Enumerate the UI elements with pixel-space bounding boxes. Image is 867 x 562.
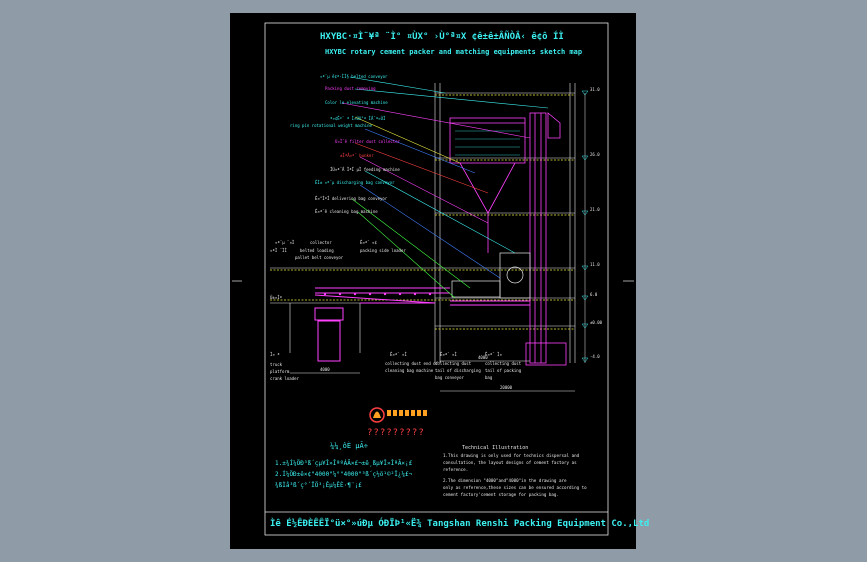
tech-line-5: only as reference,these sizes can be ens… <box>443 485 587 490</box>
dim-bottom-left: 4000 <box>320 367 330 372</box>
label-left-top-6: belted loading <box>300 248 334 253</box>
tech-line-1: 1.This drawing is only used for technics… <box>443 453 580 458</box>
drawing-title: HXYBC·¤Ì¨¥ª ¨Ì° ¤ÙX° ›Ù°ª¤X ¢ê±ê±ÂÑÒÂ‹ ê… <box>320 32 564 42</box>
label-left-mid: Ú±¤Ìª <box>270 295 283 300</box>
dim-elev-2: 26.0 <box>590 152 600 157</box>
conveyors <box>314 287 530 362</box>
label-left-top-2: ¤ªÌ ¨ÌÌ <box>270 248 287 253</box>
label-collect-4: tail of discharging <box>435 368 481 373</box>
label-collect-6: collecting dust <box>485 361 522 366</box>
dim-bottom-right: 20000 <box>500 385 513 390</box>
callout-filter-collector: Ù¤Ì¨ê filter dust collector <box>335 139 401 144</box>
dim-elev-7: -4.0 <box>590 354 600 359</box>
callout-discharging-conveyor: ÊÌ± ¤ª¨µ discharging bag conveyor <box>315 180 395 185</box>
label-collect-8: bag <box>485 375 493 380</box>
label-left-top-1: ¤ª¨µ ¨¤Ì <box>275 240 295 245</box>
packer-machine <box>451 252 531 299</box>
company-logo <box>369 407 385 423</box>
tech-line-6: cement factory'cement storage for packin… <box>443 492 559 497</box>
dim-elev-4: 11.0 <box>590 262 600 267</box>
logo-text-blocks <box>387 410 427 416</box>
label-left-top-3: collector <box>310 240 332 245</box>
notes-title: ¼¼¸ôÈ µÃ÷ <box>330 442 368 450</box>
callout-bunker: ±ÌªÂ¤ª¨ bunker <box>340 153 374 158</box>
label-left-top-4: Ê¤ª¨ ¤¢ <box>360 240 377 245</box>
label-left-top-7: pallet belt conveyor <box>295 255 344 260</box>
label-crank-loader: crank loader <box>270 376 299 381</box>
label-collect-7: tail of packing <box>485 368 522 373</box>
note-1: 1.±¾Í¼ÖÐ³ß´çµ¥Î»ÎªºÁÃ×£¬±ê¸ßµ¥Î»ÎªÃ×¡£ <box>275 460 413 467</box>
leader-lines <box>341 76 549 299</box>
rollers <box>323 292 432 296</box>
callout-weight-machine-cn: ª¤¢Êº¨ ª Ì¤ÙX°ª ÍÂ¨ª¤ÙÌ <box>330 116 386 121</box>
label-left-top-5: packing side loader <box>360 248 406 253</box>
label-collect-3: collecting dust <box>435 361 472 366</box>
callout-feeding-machine: ÍÙ¤ª¨Â ÌªÍ µÌ feeding machine <box>330 167 400 172</box>
dim-bottom-mid: 4000 <box>478 355 488 360</box>
label-collect-2: cleaning bag machine <box>385 368 434 373</box>
callout-weight-machine: ring pin rotational weight machine <box>290 123 372 128</box>
elevation-marks <box>581 90 589 363</box>
label-collect-5: bag conveyor <box>435 375 464 380</box>
callout-cleaning-machine: Ê¤ª¨ê cleaning bag machine <box>315 209 378 214</box>
dim-elev-3: 21.0 <box>590 207 600 212</box>
dimension-lines <box>290 93 586 392</box>
note-3: ¾ßÌå³ß´ç°´ÏÖ³¡Êµ¼ÊÈ·¶¨¡£ <box>275 482 362 489</box>
drawing-sheet: HXYBC·¤Ì¨¥ª ¨Ì° ¤ÙX° ›Ù°ª¤X ¢ê±ê±ÂÑÒÂ‹ ê… <box>230 13 649 549</box>
dim-elev-5: 6.0 <box>590 292 598 297</box>
tech-line-3: reference. <box>443 467 469 472</box>
title-block-company: Ìê É½ÊÐÈÊÊÏ°ü×°»úÐµ ÓÐÏÞ¹«Ë¾ Tangshan Re… <box>270 519 650 529</box>
label-platform: platform <box>270 369 290 374</box>
callout-delivering-conveyor: Ê¤°ÌªÍ delivering bag conveyor <box>315 196 388 201</box>
technical-illustration-title: Technical Illustration <box>462 445 529 451</box>
dim-elev-6: ±0.00 <box>590 320 603 325</box>
note-2: 2.Í¼ÖÐ±ê×¢"4000"¼°"4000"³ß´ç½ö¹©²Î¿¼£¬ <box>275 471 413 478</box>
floor-lines <box>270 94 575 330</box>
label-collect-1: collecting dust end of <box>385 361 438 366</box>
outer-frame <box>264 22 609 536</box>
callout-belted-conveyor: ¤ª¨µ ê¢ª·ÌÌ§ belted conveyor <box>320 74 388 79</box>
drawing-subtitle: HXYBC rotary cement packer and matching … <box>325 48 583 56</box>
label-bottom-2: Ê¤ª¨ ¤Ì <box>390 352 407 357</box>
bunker-hatch <box>455 130 520 156</box>
drawing-canvas <box>232 22 634 536</box>
elevator-bunker <box>449 112 567 366</box>
label-bottom-1: Ì¤ ª <box>270 352 280 357</box>
tech-line-2: consultation, the layout designs of ceme… <box>443 460 577 465</box>
callout-elevating-machine: Color le elevating machine <box>325 100 388 105</box>
company-brand-text: ????????? <box>367 428 425 438</box>
tech-line-4: 2.The dimension "4000"and"4000"in the dr… <box>443 478 567 483</box>
label-bottom-3: Ê¤ª¨ ¤Ì <box>440 352 457 357</box>
label-truck: truck <box>270 362 283 367</box>
dim-elev-1: 31.0 <box>590 87 600 92</box>
callout-dust-removing: Packing dust removing <box>325 86 376 91</box>
label-bottom-4: Ê¤ª¨ Ì¤ <box>485 352 502 357</box>
